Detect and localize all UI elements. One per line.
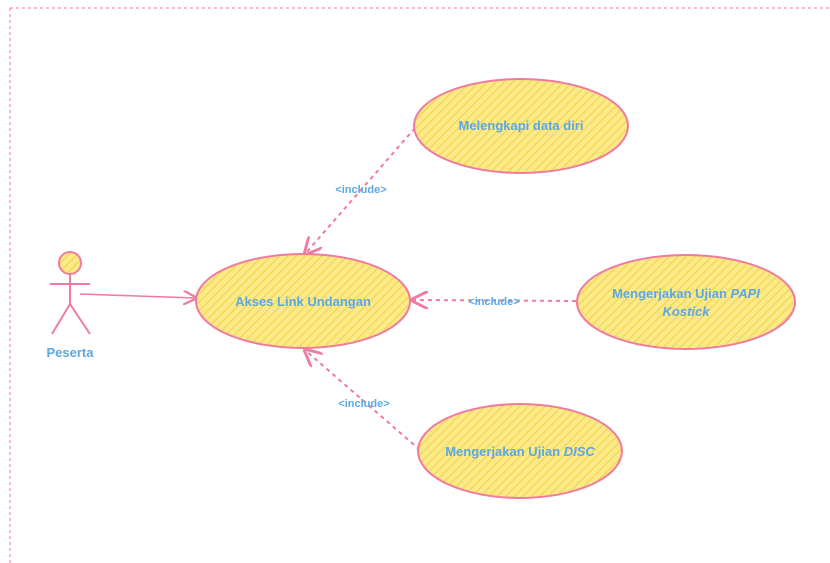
- include-label-papi: <include>: [468, 296, 519, 308]
- use-case-ellipse: [417, 403, 623, 499]
- use-case-ellipse: [413, 78, 629, 174]
- disc-prefix: Mengerjakan Ujian: [445, 444, 563, 459]
- papi-italic: PAPI: [731, 286, 761, 301]
- use-case-papi-kostick[interactable]: Mengerjakan Ujian PAPI Kostick: [576, 254, 796, 350]
- papi-prefix: Mengerjakan Ujian: [612, 286, 730, 301]
- actor-label: Peserta: [47, 345, 95, 360]
- actor-head: [58, 251, 82, 275]
- use-case-ellipse: [195, 253, 411, 349]
- include-label-disc: <include>: [338, 398, 389, 410]
- actor-peserta[interactable]: Peserta: [47, 251, 95, 360]
- include-arrow-profile: [305, 127, 416, 254]
- actor-leg-right: [69, 303, 91, 335]
- use-case-akses-link[interactable]: Akses Link Undangan: [195, 253, 411, 349]
- use-case-ellipse: [576, 254, 796, 350]
- actor-leg-left: [51, 303, 71, 335]
- include-arrow-papi: [412, 300, 577, 301]
- use-case-label: Melengkapi data diri: [459, 118, 584, 133]
- use-case-melengkapi-data[interactable]: Melengkapi data diri: [413, 78, 629, 174]
- use-case-disc[interactable]: Mengerjakan Ujian DISC: [417, 403, 623, 499]
- disc-italic: DISC: [564, 444, 596, 459]
- use-case-label: Akses Link Undangan: [235, 294, 371, 309]
- use-case-label-line2: Kostick: [663, 304, 711, 319]
- use-case-label: Mengerjakan Ujian DISC: [445, 444, 595, 459]
- association-line: [79, 294, 196, 298]
- include-label-profile: <include>: [335, 184, 386, 196]
- include-arrow-disc: [305, 350, 421, 451]
- use-case-label: Mengerjakan Ujian PAPI: [612, 286, 760, 301]
